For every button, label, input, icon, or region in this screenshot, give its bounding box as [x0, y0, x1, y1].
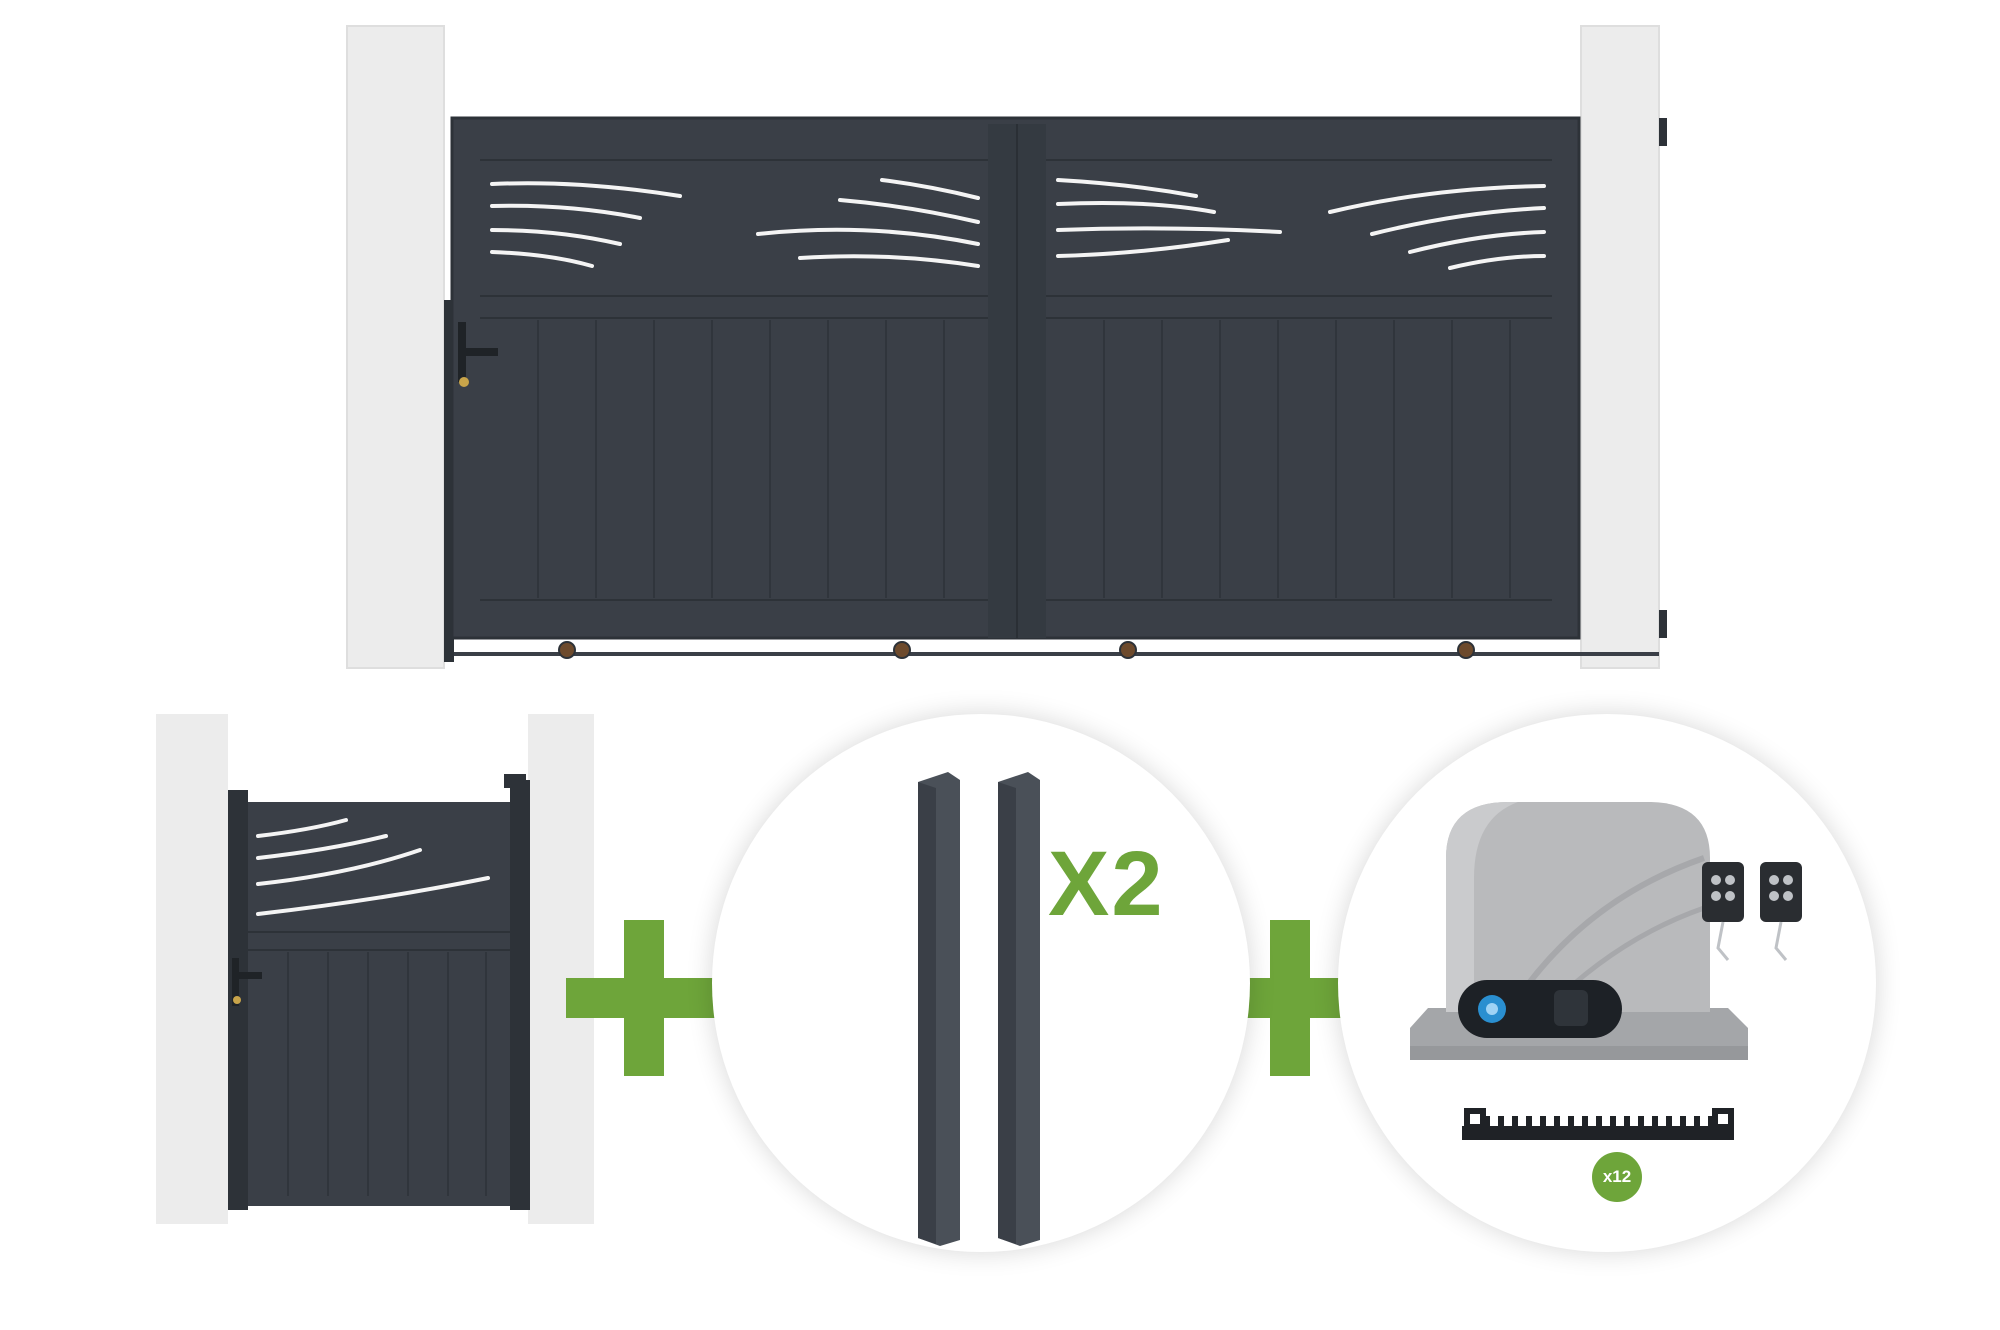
wave-cutouts-left — [490, 178, 980, 268]
pedestrian-gate-illustration — [156, 714, 594, 1224]
rack-quantity-badge: x12 — [1592, 1152, 1642, 1202]
left-pillar — [347, 26, 444, 668]
gear-rack — [1462, 1108, 1734, 1140]
pedestrian-wave-cutouts — [256, 818, 490, 916]
sliding-gate-illustration — [346, 25, 1667, 669]
pedestrian-gate-leaf — [248, 802, 510, 1206]
gate-wheels — [558, 641, 1475, 659]
gate-motor-illustration — [1410, 802, 1748, 1060]
wave-cutouts-right — [1056, 178, 1546, 270]
pedestrian-right-pillar — [528, 714, 594, 1224]
ground-rail — [444, 652, 1659, 656]
remote-controls — [1702, 862, 1802, 961]
right-pillar — [1581, 26, 1659, 668]
posts-circle — [712, 714, 1250, 1252]
pedestrian-left-pillar — [156, 714, 228, 1224]
gate-handle — [458, 322, 498, 387]
posts-quantity-label: X2 — [1048, 833, 1165, 935]
pedestrian-gate-handle — [232, 958, 262, 1006]
gate-posts-illustration — [918, 772, 1040, 1246]
plus-icon — [566, 920, 722, 1076]
